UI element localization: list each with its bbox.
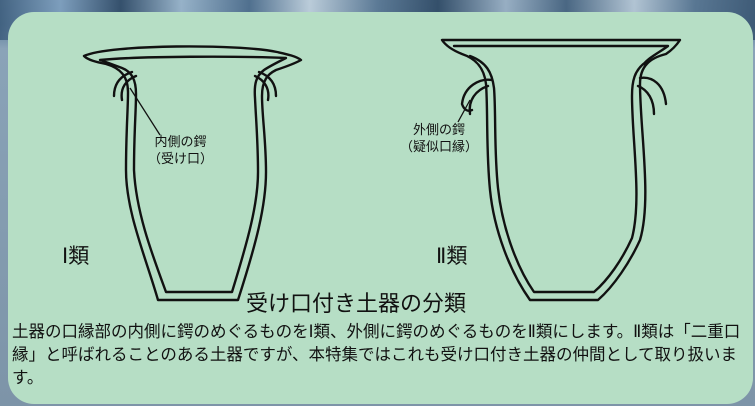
type1-callout-line1: 内側の鍔 (154, 135, 207, 150)
type2-label: Ⅱ類 (436, 244, 468, 268)
type1-vessel (82, 45, 303, 302)
type1-leader-line (129, 87, 161, 136)
diagram-title: 受け口付き土器の分類 (246, 292, 467, 317)
type2-callout-line2: （疑似口縁） (400, 140, 479, 155)
type2-callout: 外側の鍔 （疑似口縁） (400, 122, 478, 156)
type2-vessel (440, 38, 682, 302)
type2-leader-line (457, 99, 471, 123)
type1-callout-line2: （受け口） (148, 152, 214, 167)
type1-callout: 内側の鍔 （受け口） (148, 134, 213, 168)
description-text: 土器の口縁部の内側に鍔のめぐるものをⅠ類、外側に鍔のめぐるものをⅡ類にします。Ⅱ… (12, 322, 741, 387)
type2-callout-line1: 外側の鍔 (413, 123, 466, 138)
type1-label: Ⅰ類 (62, 244, 90, 268)
